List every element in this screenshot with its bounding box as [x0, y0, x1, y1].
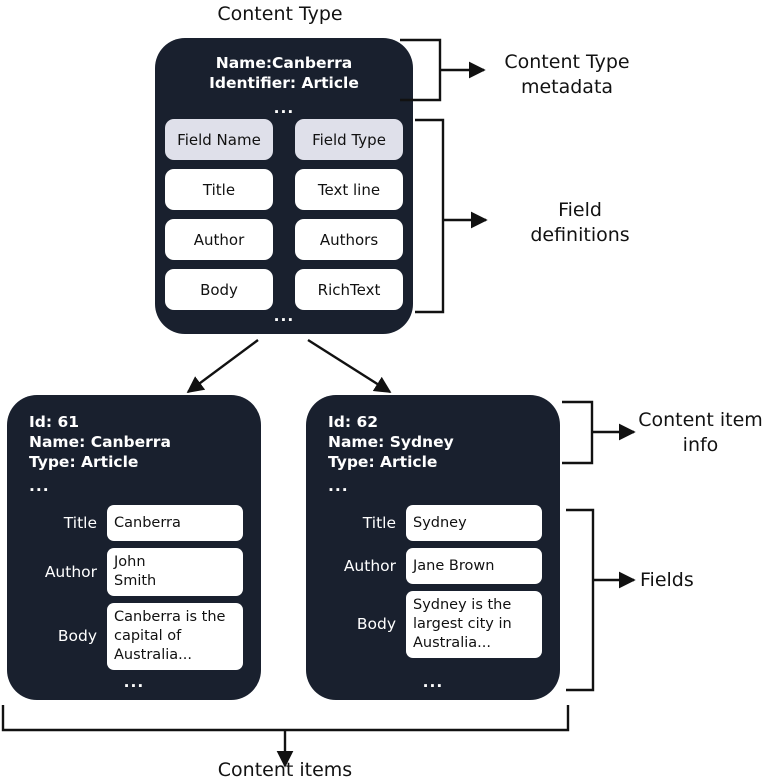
- diagram-title: Content Type: [217, 3, 343, 25]
- field-label: Title: [362, 513, 396, 532]
- field-row: Author John Smith: [7, 548, 261, 596]
- field-row: Body Canberra is the capital of Australi…: [7, 603, 261, 670]
- content-item-id: Id: 61: [29, 413, 80, 431]
- field-table-footer: ...: [155, 306, 413, 325]
- field-label: Body: [356, 615, 396, 633]
- content-item-fields-ellipsis: ...: [123, 673, 145, 691]
- annotation-content-items: Content items: [217, 759, 353, 781]
- content-item-fields-footer: ...: [7, 672, 261, 691]
- field-table-cell-name: Body: [165, 269, 273, 310]
- content-item-card: Id: 61 Name: Canberra Type: Article ... …: [7, 395, 261, 700]
- field-table-ellipsis: ...: [273, 307, 295, 325]
- content-type-metadata-block: Name:Canberra Identifier: Article ...: [155, 53, 413, 117]
- content-item-fields: Title Sydney Author Jane Brown Body Sydn…: [306, 505, 560, 665]
- bracket-content-items: [1, 705, 570, 732]
- field-table-cell-name: Title: [165, 169, 273, 210]
- field-table-cell-type: RichText: [295, 269, 403, 310]
- content-type-name: Name:Canberra: [215, 54, 353, 72]
- field-row: Body Sydney is the largest city in Austr…: [306, 591, 560, 658]
- content-item-fields-footer: ...: [306, 672, 560, 691]
- field-table-cell-type: Text line: [295, 169, 403, 210]
- content-type-card: Name:Canberra Identifier: Article ... Fi…: [155, 38, 413, 334]
- field-value: Sydney is the largest city in Australia.…: [406, 591, 542, 658]
- content-item-fields-ellipsis: ...: [422, 673, 444, 691]
- field-label: Body: [57, 627, 97, 645]
- arrow-to-content-item-0: [186, 339, 259, 394]
- content-item-type: Type: Article: [328, 453, 438, 471]
- field-table-cell-name: Author: [165, 219, 273, 260]
- annotation-content-item-info: Content item info: [638, 409, 763, 456]
- content-item-type: Type: Article: [29, 453, 139, 471]
- field-value: Sydney: [406, 505, 542, 541]
- field-definitions-table: Field Name Field Type Title Text line Au…: [165, 119, 403, 310]
- content-item-id: Id: 62: [328, 413, 379, 431]
- content-item-name: Name: Canberra: [29, 433, 171, 451]
- content-item-info-ellipsis: ...: [29, 477, 50, 495]
- content-item-info-ellipsis: ...: [328, 477, 349, 495]
- content-item-info-block: Id: 61 Name: Canberra Type: Article ...: [29, 412, 171, 495]
- content-item-info-block: Id: 62 Name: Sydney Type: Article ...: [328, 412, 454, 495]
- field-table-header-name: Field Name: [165, 119, 273, 160]
- field-row: Title Canberra: [7, 505, 261, 541]
- bracket-fields: [566, 508, 595, 692]
- field-row: Author Jane Brown: [306, 548, 560, 584]
- field-label: Author: [343, 556, 396, 575]
- annotation-content-type-metadata: Content Type metadata: [504, 51, 630, 98]
- content-item-card: Id: 62 Name: Sydney Type: Article ... Ti…: [306, 395, 560, 700]
- arrow-to-content-item-1: [307, 338, 392, 394]
- field-label: Title: [63, 513, 97, 532]
- field-value: Jane Brown: [406, 548, 542, 584]
- bracket-field-definitions: [415, 118, 445, 314]
- field-row: Title Sydney: [306, 505, 560, 541]
- field-value: Canberra is the capital of Australia...: [107, 603, 243, 670]
- field-value: John Smith: [107, 548, 243, 596]
- annotation-field-definitions: Field definitions: [530, 199, 630, 246]
- bracket-content-item-info: [562, 400, 594, 465]
- annotation-fields: Fields: [640, 569, 694, 591]
- content-type-metadata-ellipsis: ...: [273, 99, 295, 117]
- field-value: Canberra: [107, 505, 243, 541]
- field-label: Author: [44, 562, 97, 581]
- field-table-header-type: Field Type: [295, 119, 403, 160]
- content-item-fields: Title Canberra Author John Smith Body Ca…: [7, 505, 261, 677]
- field-table-cell-type: Authors: [295, 219, 403, 260]
- content-type-identifier: Identifier: Article: [209, 74, 359, 92]
- content-item-name: Name: Sydney: [328, 433, 454, 451]
